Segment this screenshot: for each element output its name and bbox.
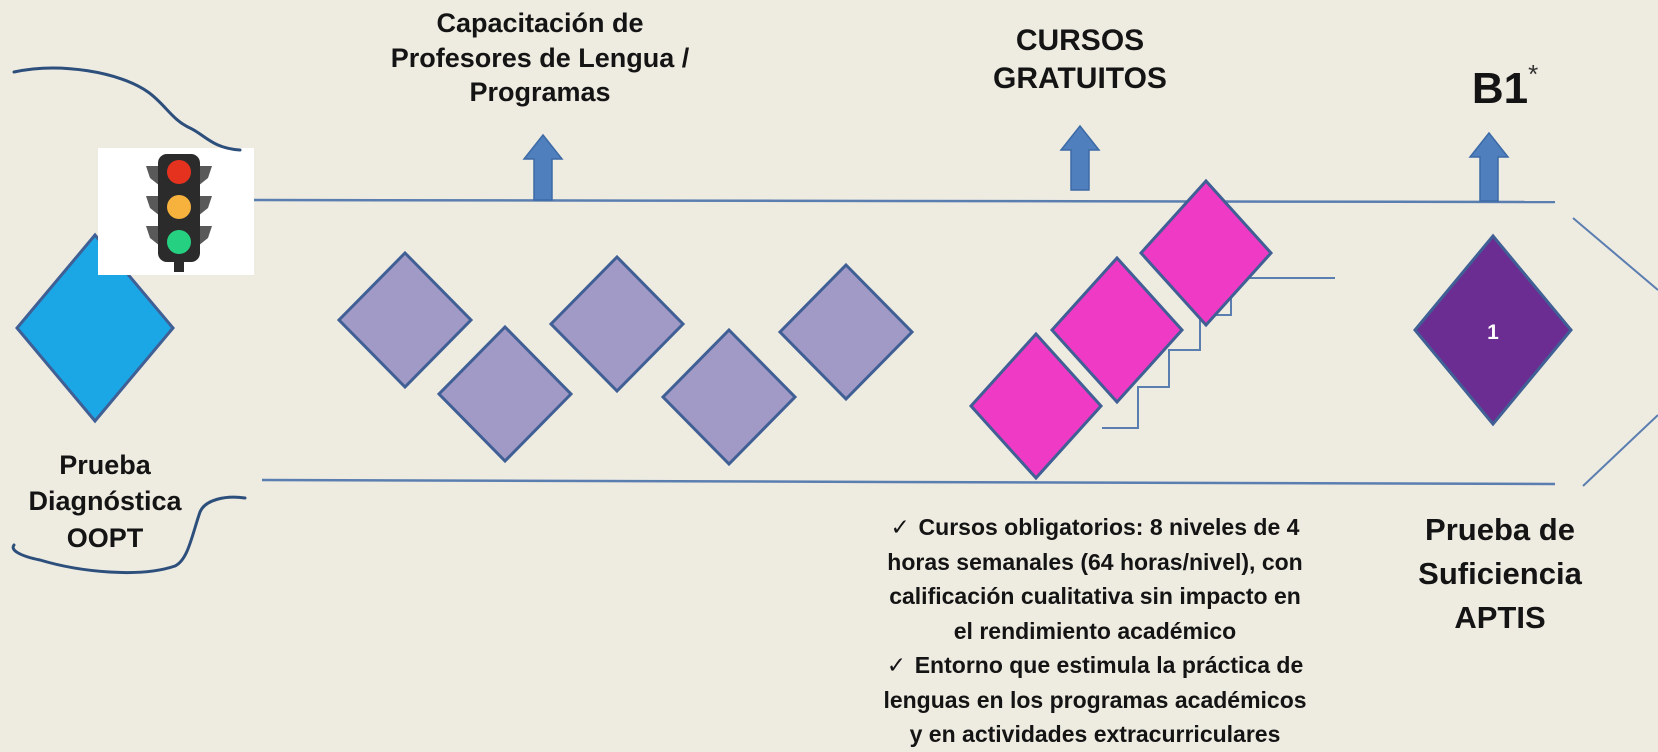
note-item: ✓ Entorno que estimula la práctica de len… bbox=[830, 648, 1360, 752]
traffic-light-wing bbox=[198, 166, 212, 186]
note-text: Entorno que estimula la práctica de bbox=[914, 652, 1304, 678]
heading-line: GRATUITOS bbox=[993, 62, 1167, 96]
heading-line: Capacitación de bbox=[436, 8, 644, 38]
track-bottom-line bbox=[261, 478, 1556, 486]
pen-stroke-top bbox=[12, 66, 242, 152]
traffic-light-wing bbox=[146, 226, 160, 246]
note-item: ✓ Cursos obligatorios: 8 niveles de 4 hor… bbox=[830, 510, 1360, 648]
up-arrow-icon bbox=[1059, 124, 1101, 191]
course-diamond bbox=[777, 262, 915, 402]
up-arrows bbox=[522, 124, 1510, 202]
course-diamond bbox=[660, 327, 798, 467]
free-course-diamond bbox=[1049, 255, 1185, 405]
red-lamp bbox=[167, 160, 191, 184]
check-icon: ✓ bbox=[886, 652, 906, 678]
track-end-bottom bbox=[1582, 414, 1658, 487]
free-course-diamond bbox=[1138, 178, 1274, 328]
heading-line: CURSOS bbox=[1015, 24, 1145, 57]
free-courses-heading: CURSOS GRATUITOS bbox=[960, 22, 1200, 99]
note-line: y en actividades extracurriculares bbox=[909, 721, 1281, 747]
pen-stroke-bottom bbox=[11, 495, 247, 574]
final-level-diamond bbox=[1413, 233, 1573, 427]
diagnostic-diamond bbox=[15, 232, 175, 424]
traffic-light-icon bbox=[98, 148, 254, 275]
note-line: calificación cualitativa sin impacto en bbox=[889, 583, 1301, 609]
note-line: ✓ Cursos obligatorios: 8 niveles de 4 bbox=[830, 510, 1360, 545]
free-course-diamond bbox=[968, 331, 1104, 481]
traffic-light-wing bbox=[198, 226, 212, 246]
label-line: Diagnóstica bbox=[28, 486, 182, 517]
level-diamonds bbox=[15, 178, 1573, 481]
course-diamond bbox=[436, 324, 574, 464]
label-line: Prueba bbox=[59, 450, 151, 480]
track-end-top bbox=[1572, 217, 1658, 291]
b1-level-heading: B1* bbox=[1430, 58, 1580, 117]
label-line: APTIS bbox=[1454, 600, 1546, 636]
traffic-light-wing bbox=[146, 166, 160, 186]
b1-asterisk: * bbox=[1528, 59, 1539, 89]
label-line: Prueba de bbox=[1425, 512, 1575, 547]
traffic-light-wing bbox=[146, 196, 160, 216]
heading-line: Profesores de Lengua / bbox=[390, 42, 690, 73]
traffic-light-pole bbox=[174, 262, 184, 272]
course-diamond bbox=[548, 254, 686, 394]
teacher-training-heading: Capacitación de Profesores de Lengua / P… bbox=[360, 6, 720, 110]
label-line: Suficiencia bbox=[1418, 556, 1582, 592]
track-lines bbox=[244, 198, 1658, 487]
track-top-line bbox=[244, 198, 1556, 204]
label-line: OOPT bbox=[66, 522, 144, 553]
up-arrow-icon bbox=[1468, 131, 1510, 202]
b1-text: B1* bbox=[1430, 58, 1580, 117]
heading-line: Programas bbox=[469, 77, 611, 108]
final-diamond-number: 1 bbox=[1487, 321, 1499, 344]
note-line: lenguas en los programas académicos bbox=[883, 686, 1307, 713]
note-line: horas semanales (64 horas/nivel), con bbox=[887, 548, 1303, 575]
amber-lamp bbox=[167, 195, 191, 219]
notes-list: ✓ Cursos obligatorios: 8 niveles de 4 hor… bbox=[830, 510, 1360, 752]
course-diamond bbox=[336, 250, 474, 390]
b1-label: B1 bbox=[1471, 64, 1529, 113]
diagnostic-test-label: Prueba Diagnóstica OOPT bbox=[0, 447, 210, 556]
note-line: ✓ Entorno que estimula la práctica de bbox=[830, 648, 1360, 683]
handwritten-pen-marks bbox=[11, 66, 247, 574]
green-lamp bbox=[167, 230, 191, 254]
note-line: el rendimiento académico bbox=[953, 617, 1237, 644]
check-icon: ✓ bbox=[890, 514, 910, 540]
proficiency-test-label: Prueba de Suficiencia APTIS bbox=[1390, 508, 1610, 640]
note-text: Cursos obligatorios: 8 niveles de 4 bbox=[918, 514, 1300, 540]
up-arrow-icon bbox=[522, 133, 564, 201]
traffic-light-wing bbox=[198, 196, 212, 216]
